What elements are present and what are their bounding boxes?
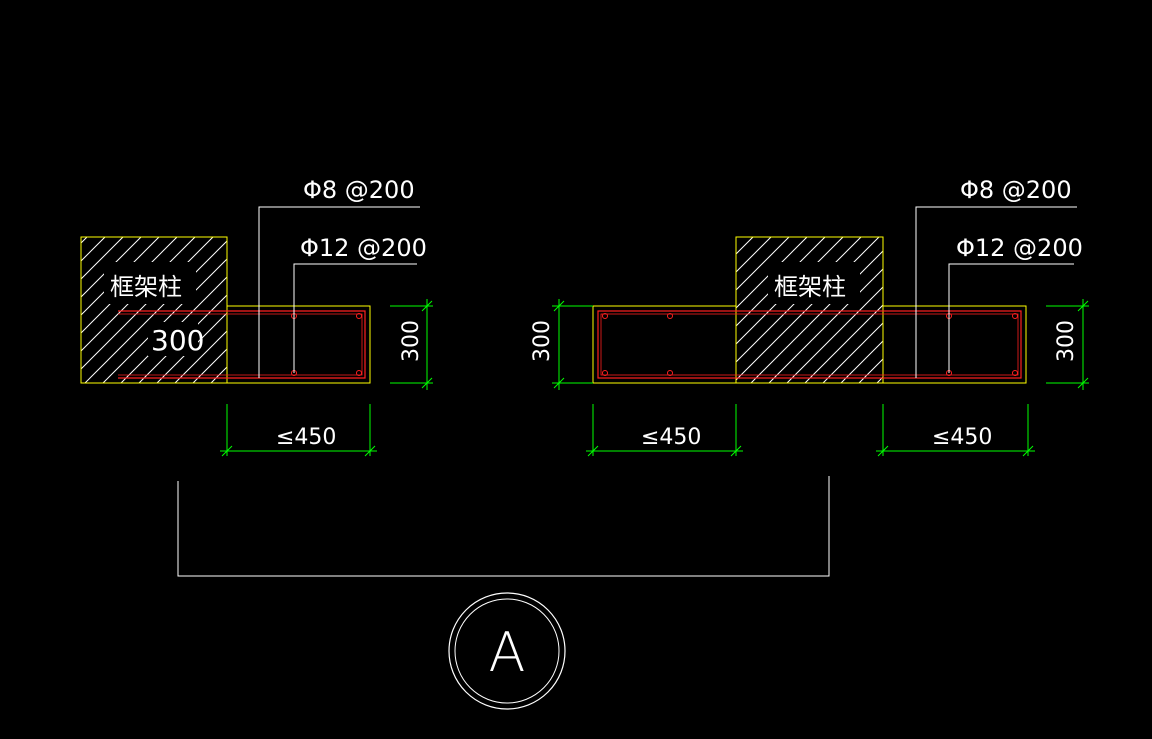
left-hdim	[220, 404, 377, 457]
section-mark-letter: A	[489, 621, 526, 684]
right-hdim-left	[586, 404, 743, 457]
left-main-text: Φ12 @200	[300, 234, 427, 262]
left-bar-dot	[356, 313, 362, 319]
left-bar-dot	[356, 370, 362, 376]
right-bar-dot	[602, 370, 608, 376]
right-bar-dot	[602, 313, 608, 319]
right-column-hatch	[736, 237, 883, 383]
section-mark-inner-circle	[454, 598, 560, 704]
left-300-mask	[148, 322, 198, 356]
right-vdim-left-300: 300	[530, 320, 555, 362]
right-rebar-inner	[600, 313, 1019, 376]
left-stirrup-leader	[258, 206, 420, 378]
left-vdim-300: 300	[399, 320, 424, 362]
right-bar-dot	[667, 313, 673, 319]
left-column-label-mask	[104, 262, 196, 304]
left-stirrup-text: Φ8 @200	[303, 176, 415, 204]
left-column-label: 框架柱	[110, 273, 182, 301]
left-rebar-inner	[118, 313, 363, 376]
right-hdim-right-450: ≤450	[932, 425, 992, 450]
right-bar-dot	[1012, 370, 1018, 376]
right-left-beam-outline	[592, 305, 736, 384]
left-main-leader	[293, 263, 417, 373]
right-stirrup-leader	[915, 206, 1077, 378]
right-main-leader	[948, 263, 1074, 373]
left-rebar-loop	[118, 310, 366, 379]
right-stirrup-text: Φ8 @200	[960, 176, 1072, 204]
right-vdim-right	[1046, 299, 1089, 390]
left-detail: 框架柱 300 Φ8 @200 Φ12 @200 300	[80, 176, 433, 457]
right-vdim-right-300: 300	[1054, 320, 1079, 362]
section-mark-outer-circle	[448, 592, 566, 710]
right-detail: 框架柱 Φ8 @200 Φ12 @200 300	[530, 176, 1089, 457]
right-rebar-loop	[597, 310, 1022, 379]
right-column-label-mask	[768, 262, 860, 304]
right-main-text: Φ12 @200	[956, 234, 1083, 262]
right-column-label: 框架柱	[774, 273, 846, 301]
right-hdim-left-450: ≤450	[641, 425, 701, 450]
left-column-300: 300	[151, 324, 204, 357]
left-hdim-450: ≤450	[276, 425, 336, 450]
right-vdim-left	[552, 299, 593, 390]
right-bar-dot	[667, 370, 673, 376]
left-vdim	[390, 299, 433, 390]
left-beam-outline	[226, 305, 371, 384]
right-bar-dot	[1012, 313, 1018, 319]
right-right-beam-outline	[883, 305, 1027, 384]
left-column-hatch	[81, 237, 227, 383]
right-hdim-right	[876, 404, 1035, 457]
right-column-outline	[735, 236, 884, 384]
section-bracket	[177, 476, 830, 577]
